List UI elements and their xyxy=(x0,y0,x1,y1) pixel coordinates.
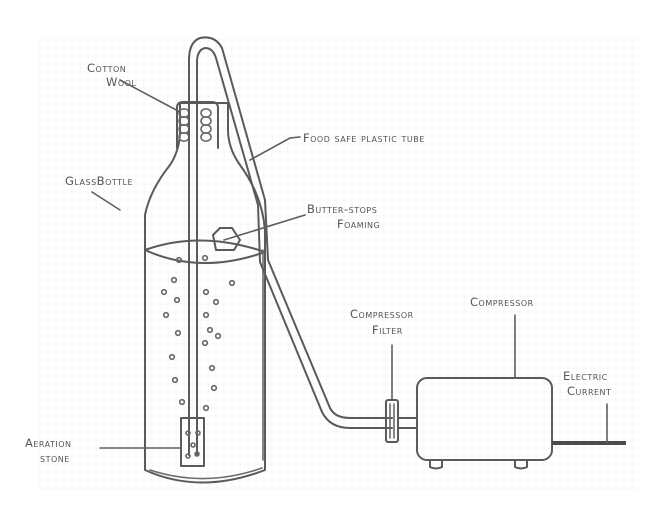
butter-lump xyxy=(212,227,241,251)
air-bubble xyxy=(201,339,209,347)
label-plastic-tube: Food safe plastic tube xyxy=(303,131,425,145)
air-bubble xyxy=(168,353,176,361)
air-bubble xyxy=(201,254,209,262)
label-aeration-stone-2: stone xyxy=(40,451,70,465)
label-cotton-wool-1: Cotton xyxy=(87,61,126,75)
leader-cotton-wool xyxy=(119,79,181,113)
label-butter-1: Butter-stops xyxy=(307,202,377,216)
air-bubbles xyxy=(160,254,236,412)
label-aeration-stone-1: Aeration xyxy=(25,436,72,450)
aeration-stone xyxy=(180,417,205,467)
label-compressor-filter-2: Filter xyxy=(372,323,403,337)
air-bubble xyxy=(171,376,179,384)
air-bubble xyxy=(212,298,220,306)
air-bubble xyxy=(202,288,210,296)
air-bubble xyxy=(202,404,210,412)
air-bubble xyxy=(214,332,222,340)
leader-lines xyxy=(91,79,608,449)
label-electric-current-1: Electric xyxy=(563,369,608,383)
air-bubble xyxy=(173,296,181,304)
leader-plastic-tube xyxy=(249,136,301,161)
leader-glass-bottle xyxy=(91,191,121,211)
label-cotton-wool-2: Wool xyxy=(106,75,136,89)
label-glass-bottle: GlassBottle xyxy=(65,174,133,188)
air-bubble xyxy=(208,364,216,372)
paper-grid xyxy=(39,39,640,490)
cotton-wool xyxy=(176,101,219,149)
cotton-coil xyxy=(200,132,212,143)
air-bubble xyxy=(206,326,214,334)
air-bubble xyxy=(202,311,210,319)
label-butter-2: Foaming xyxy=(337,217,380,231)
label-electric-current-2: Current xyxy=(567,384,611,398)
cotton-coil xyxy=(200,124,212,135)
air-bubble xyxy=(210,384,218,392)
cotton-coil xyxy=(200,116,212,127)
cotton-coil xyxy=(200,108,212,119)
air-bubble xyxy=(162,311,170,319)
air-bubble xyxy=(160,288,168,296)
air-bubble xyxy=(228,279,236,287)
air-bubble xyxy=(174,329,182,337)
compressor-filter xyxy=(385,399,418,443)
food-safe-plastic-tube xyxy=(188,36,393,456)
compressor xyxy=(416,377,553,470)
air-bubble xyxy=(178,398,186,406)
label-compressor: Compressor xyxy=(470,295,534,309)
glass-bottle xyxy=(144,102,266,484)
label-compressor-filter-1: Compressor xyxy=(350,307,414,321)
leader-butter xyxy=(223,214,306,241)
air-bubble xyxy=(175,256,183,264)
labels: Cotton Wool GlassBottle Food safe plasti… xyxy=(25,61,611,465)
air-bubble xyxy=(170,276,178,284)
